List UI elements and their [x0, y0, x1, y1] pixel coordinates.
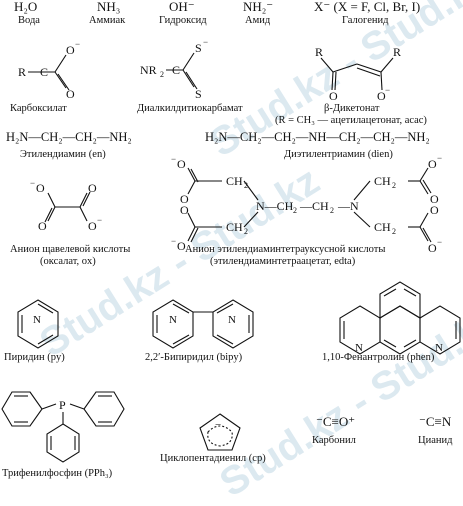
svg-text:−: −: [385, 85, 390, 95]
svg-text:CH: CH: [374, 220, 391, 234]
svg-text:O: O: [428, 157, 437, 171]
svg-text:CH: CH: [374, 174, 391, 188]
svg-text:—CH: —CH: [299, 199, 329, 213]
svg-text:N—CH: N—CH: [256, 199, 294, 213]
svg-text:O: O: [377, 89, 386, 103]
svg-text:−: −: [75, 39, 80, 49]
svg-text:O: O: [88, 181, 97, 195]
pyridine-label: Пиридин (py): [4, 352, 65, 363]
cyanide-formula: ⁻C≡N: [419, 414, 452, 429]
edta-structure: [187, 167, 432, 243]
svg-text:P: P: [59, 398, 66, 412]
svg-text:O: O: [177, 157, 186, 171]
water-label: Вода: [18, 15, 40, 26]
svg-text:2: 2: [330, 206, 334, 215]
svg-text:N: N: [355, 342, 363, 354]
svg-text:2: 2: [392, 227, 396, 236]
phenanthroline-label: 1,10-Фенантролин (phen): [322, 352, 435, 363]
svg-text:−: −: [30, 178, 35, 188]
svg-text:C: C: [40, 65, 48, 79]
edta-note: (этилендиаминтетраацетат, edta): [210, 256, 356, 267]
svg-text:O: O: [430, 203, 439, 217]
amide-formula: NH₂⁻: [243, 0, 274, 14]
svg-text:−: −: [171, 154, 176, 164]
oxalate-label: Анион щавелевой кислоты: [10, 244, 131, 255]
svg-text:O: O: [88, 219, 97, 233]
svg-text:NR: NR: [140, 63, 157, 77]
svg-text:−: −: [437, 237, 442, 247]
svg-text:O: O: [36, 181, 45, 195]
pyridine-structure: [17, 299, 59, 349]
phenanthroline-structure: [339, 281, 461, 355]
svg-text:−: −: [171, 236, 176, 246]
carbonyl-label: Карбонил: [312, 435, 356, 446]
halide-label: Галогенид: [342, 15, 389, 26]
svg-text:O: O: [180, 203, 189, 217]
amide-label: Амид: [245, 15, 271, 26]
svg-text:N: N: [435, 342, 443, 354]
svg-text:R: R: [315, 45, 323, 59]
bipyridine-label: 2,2′-Бипиридил (bipy): [145, 352, 243, 363]
svg-text:S: S: [195, 87, 202, 101]
svg-text:−: −: [437, 153, 442, 163]
halide-formula: X⁻ (X = F, Cl, Br, I): [314, 0, 421, 14]
triphenylphosphine-structure: [1, 391, 125, 463]
carboxylate-label: Карбоксилат: [10, 103, 67, 114]
diketonate-label: β-Дикетонат: [324, 103, 380, 114]
svg-text:−: −: [97, 215, 102, 225]
svg-text:−: −: [215, 419, 221, 431]
carboxylate-structure: [28, 54, 70, 91]
bipyridine-structure: [152, 299, 254, 349]
svg-text:2: 2: [160, 70, 164, 79]
structures-canvas: RC O− O NR2 C S− S RR OO− N N N N N P − …: [1, 37, 461, 463]
cyanide-label: Цианид: [418, 435, 453, 446]
svg-text:R: R: [18, 65, 26, 79]
svg-text:R: R: [393, 45, 401, 59]
svg-text:2: 2: [392, 181, 396, 190]
svg-text:2: 2: [244, 227, 248, 236]
en-formula: H₂N—CH₂—CH₂—NH₂: [6, 130, 132, 144]
diketonate-note: (R = CH₃ — ацетилацетонат, acac): [275, 115, 427, 126]
svg-text:O: O: [180, 192, 189, 206]
carbonyl-formula: ⁻C≡O⁺: [316, 414, 356, 429]
svg-text:N: N: [228, 314, 236, 326]
triphenylphosphine-label: Трифенилфосфин (PPh₃): [2, 468, 113, 479]
svg-text:O: O: [428, 241, 437, 255]
svg-text:CH: CH: [226, 174, 243, 188]
dithiocarbamate-label: Диалкилдитиокарбамат: [137, 103, 243, 114]
dien-formula: H₂N—CH₂—CH₂—NH—CH₂—CH₂—NH₂: [205, 130, 430, 144]
svg-text:2: 2: [244, 181, 248, 190]
oxalate-structure: [44, 191, 91, 223]
svg-text:2: 2: [293, 206, 297, 215]
svg-text:C: C: [172, 63, 180, 77]
svg-text:O: O: [329, 89, 338, 103]
hydroxide-label: Гидроксид: [159, 15, 207, 26]
svg-text:O: O: [177, 239, 186, 253]
ammonia-formula: NH₃: [97, 0, 121, 14]
cyclopentadienyl-label: Циклопентадиенил (cp): [160, 453, 266, 464]
svg-text:N: N: [33, 314, 41, 326]
svg-text:−: −: [203, 37, 208, 47]
svg-text:O: O: [66, 87, 75, 101]
water-formula: H₂O: [14, 0, 38, 14]
dithiocarbamate-structure: [166, 52, 198, 90]
diketonate-structure: [320, 57, 394, 91]
hydroxide-formula: OH⁻: [169, 0, 195, 14]
svg-text:O: O: [38, 219, 47, 233]
svg-text:O: O: [430, 192, 439, 206]
svg-text:O: O: [66, 43, 75, 57]
ammonia-label: Аммиак: [89, 15, 126, 26]
en-label: Этилендиамин (en): [20, 149, 106, 160]
dien-label: Диэтилентриамин (dien): [284, 149, 393, 160]
edta-label: Анион этилендиаминтетрауксусной кислоты: [185, 244, 386, 255]
svg-text:—N: —N: [337, 199, 359, 213]
oxalate-note: (оксалат, ox): [40, 256, 96, 267]
cyclopentadienyl-structure: [199, 413, 241, 451]
svg-text:S: S: [195, 41, 202, 55]
svg-text:N: N: [169, 314, 177, 326]
svg-text:CH: CH: [226, 220, 243, 234]
